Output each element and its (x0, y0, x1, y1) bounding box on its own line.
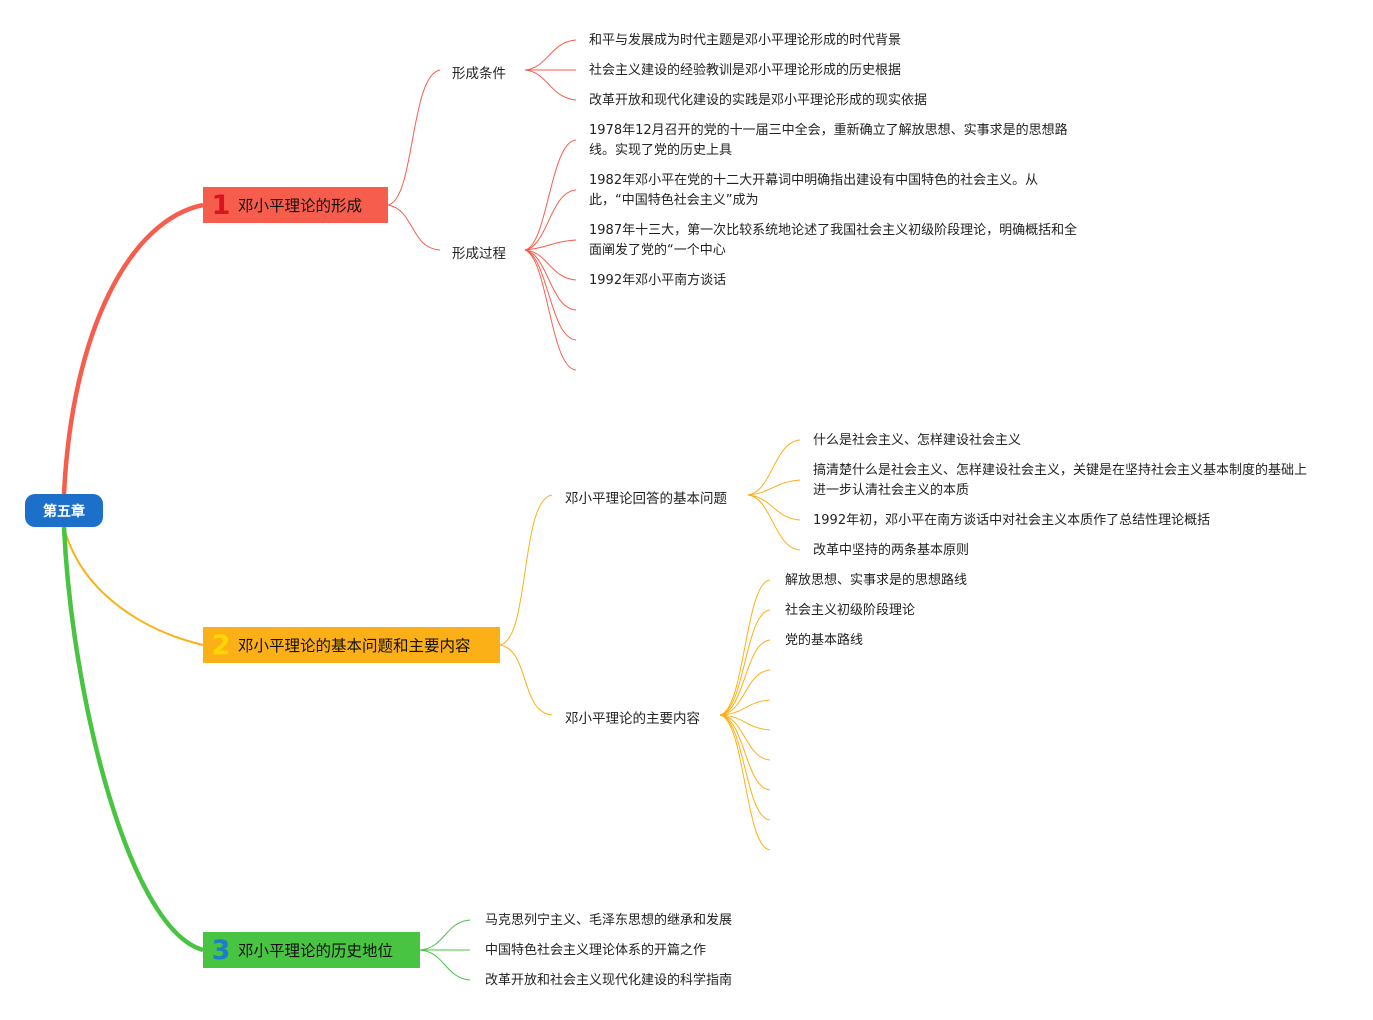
leaf-node[interactable]: 1978年12月召开的党的十一届三中全会，重新确立了解放思想、实事求是的思想路线… (589, 123, 1068, 158)
branch-label-3: 邓小平理论的历史地位 (238, 942, 394, 960)
leaf-node[interactable]: 1992年邓小平南方谈话 (589, 273, 727, 288)
leaf-node[interactable]: 改革开放和现代化建设的实践是邓小平理论形成的现实依据 (589, 93, 928, 108)
leaf-node[interactable]: 什么是社会主义、怎样建设社会主义 (813, 433, 1022, 448)
leaf-node[interactable]: 搞清楚什么是社会主义、怎样建设社会主义，关键是在坚持社会主义基本制度的基础上进一… (813, 463, 1308, 498)
sub-node-formation-process[interactable]: 形成过程 (452, 246, 506, 262)
leaf-node[interactable]: 1987年十三大，第一次比较系统地论述了我国社会主义初级阶段理论，明确概括和全面… (589, 223, 1078, 258)
leaf-node[interactable]: 马克思列宁主义、毛泽东思想的继承和发展 (485, 913, 733, 928)
branch-label-1: 邓小平理论的形成 (238, 197, 363, 215)
leaf-node[interactable]: 改革开放和社会主义现代化建设的科学指南 (485, 973, 733, 988)
link-root-branch1 (61, 202, 204, 495)
link-root-branch2 (63, 526, 204, 646)
leaf-node[interactable]: 社会主义建设的经验教训是邓小平理论形成的历史根据 (589, 63, 902, 78)
branch-node-3[interactable]: 3 邓小平理论的历史地位 (203, 932, 420, 968)
branch-number-2: 2 (211, 629, 231, 661)
sub-node-formation-conditions[interactable]: 形成条件 (452, 66, 506, 82)
sub-node-main-contents[interactable]: 邓小平理论的主要内容 (565, 711, 700, 727)
leaf-node[interactable]: 1982年邓小平在党的十二大开幕词中明确指出建设有中国特色的社会主义。从此，“中… (589, 173, 1039, 208)
leaf-node[interactable]: 解放思想、实事求是的思想路线 (785, 573, 968, 588)
root-node[interactable]: 第五章 (25, 494, 103, 527)
leaf-node[interactable]: 和平与发展成为时代主题是邓小平理论形成的时代背景 (589, 33, 902, 48)
leaf-node[interactable]: 社会主义初级阶段理论 (785, 603, 916, 618)
leaf-node[interactable]: 党的基本路线 (785, 633, 864, 648)
leaf-node[interactable]: 改革中坚持的两条基本原则 (813, 543, 970, 558)
sub-node-basic-questions[interactable]: 邓小平理论回答的基本问题 (565, 491, 727, 507)
branch-label-2: 邓小平理论的基本问题和主要内容 (238, 637, 471, 655)
leaf-node[interactable]: 1992年初，邓小平在南方谈话中对社会主义本质作了总结性理论概括 (813, 513, 1211, 528)
leaf-node[interactable]: 中国特色社会主义理论体系的开篇之作 (485, 943, 707, 958)
branch-number-1: 1 (211, 189, 231, 221)
branch-node-1[interactable]: 1 邓小平理论的形成 (203, 187, 388, 223)
branch-node-2[interactable]: 2 邓小平理论的基本问题和主要内容 (203, 627, 500, 663)
branch-number-3: 3 (211, 934, 231, 966)
link-root-branch3 (61, 526, 204, 953)
root-label: 第五章 (43, 503, 85, 520)
